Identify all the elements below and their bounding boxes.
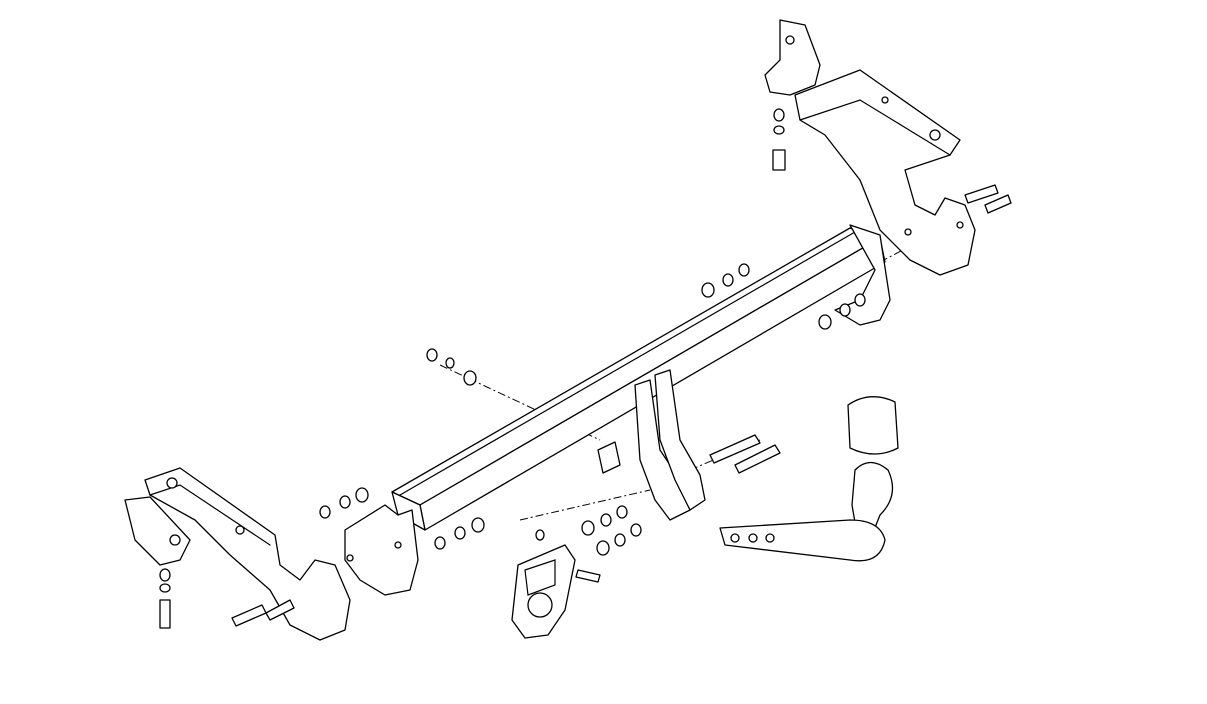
left-beam-end-bracket	[344, 504, 419, 596]
left-mounting-bracket	[124, 467, 351, 641]
right-mounting-bracket	[764, 19, 976, 276]
bolts	[159, 149, 1012, 629]
nuts-and-washers	[159, 108, 866, 593]
center-brackets	[597, 369, 706, 521]
socket-plate	[511, 544, 576, 639]
right-beam-end-bracket	[834, 224, 891, 326]
towbar-beam	[391, 227, 886, 531]
tow-ball	[719, 396, 899, 562]
